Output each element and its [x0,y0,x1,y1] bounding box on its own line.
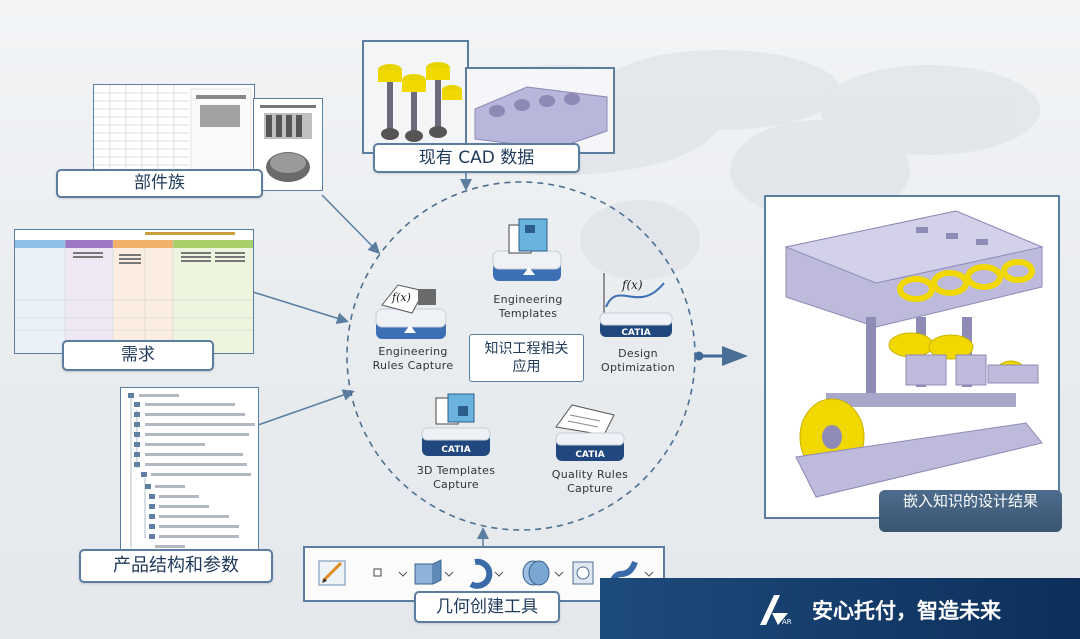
svg-text:AR: AR [782,618,792,626]
part-family-label: 部件族 [56,169,263,198]
3d-templates-icon[interactable]: CATIA [418,392,494,460]
cad-data-label: 现有 CAD 数据 [373,143,580,173]
company-logo: AR [758,593,792,627]
quality-rules-icon[interactable]: CATIA [552,399,628,463]
geometry-tools-label: 几何创建工具 [414,591,560,623]
svg-text:f(x): f(x) [621,278,643,292]
svg-text:f(x): f(x) [391,291,411,304]
arrow-requirements [252,291,349,325]
engineering-templates-caption: Engineering Templates [493,293,563,320]
pistons-thumb [362,40,469,154]
footer-banner [600,578,1080,639]
arrow-part-family [321,194,381,255]
3d-templates-caption: 3D Templates Capture [416,464,496,491]
product-tree-thumb [120,387,259,559]
product-structure-label: 产品结构和参数 [79,549,273,583]
output-arrow [722,346,748,366]
knowledge-center-label: 知识工程相关应用 [484,341,569,375]
requirements-label: 需求 [62,340,214,371]
engine-result-image [764,195,1060,519]
embedded-result-label: 嵌入知识的设计结果 [879,490,1062,532]
footer-slogan: 安心托付，智造未来 [812,599,1001,623]
knowledge-center-box: 知识工程相关应用 [469,334,584,382]
design-optimization-caption: Design Optimization [601,347,675,374]
svg-text:CATIA: CATIA [621,328,650,338]
sketch-icon [318,560,346,586]
sweep-icon [522,560,564,586]
design-optimization-icon[interactable]: f(x) CATIA [598,269,674,341]
svg-text:CATIA: CATIA [441,445,470,455]
svg-text:CATIA: CATIA [575,450,604,460]
revolve-icon [469,558,504,589]
shell-icon [572,561,594,585]
extrude-icon [414,559,454,585]
engineering-rules-caption: Engineering Rules Capture [372,345,454,372]
engine-block-thumb [465,67,615,154]
requirements-table-thumb [14,229,254,354]
arrow-product-structure [257,389,355,426]
quality-rules-caption: Quality Rules Capture [551,468,629,495]
engineering-templates-icon[interactable] [489,217,565,285]
part-family-springs-thumb [253,98,323,191]
point-icon [373,568,408,577]
engineering-rules-icon[interactable]: f(x) [374,279,450,343]
part-family-table-thumb [93,84,255,179]
